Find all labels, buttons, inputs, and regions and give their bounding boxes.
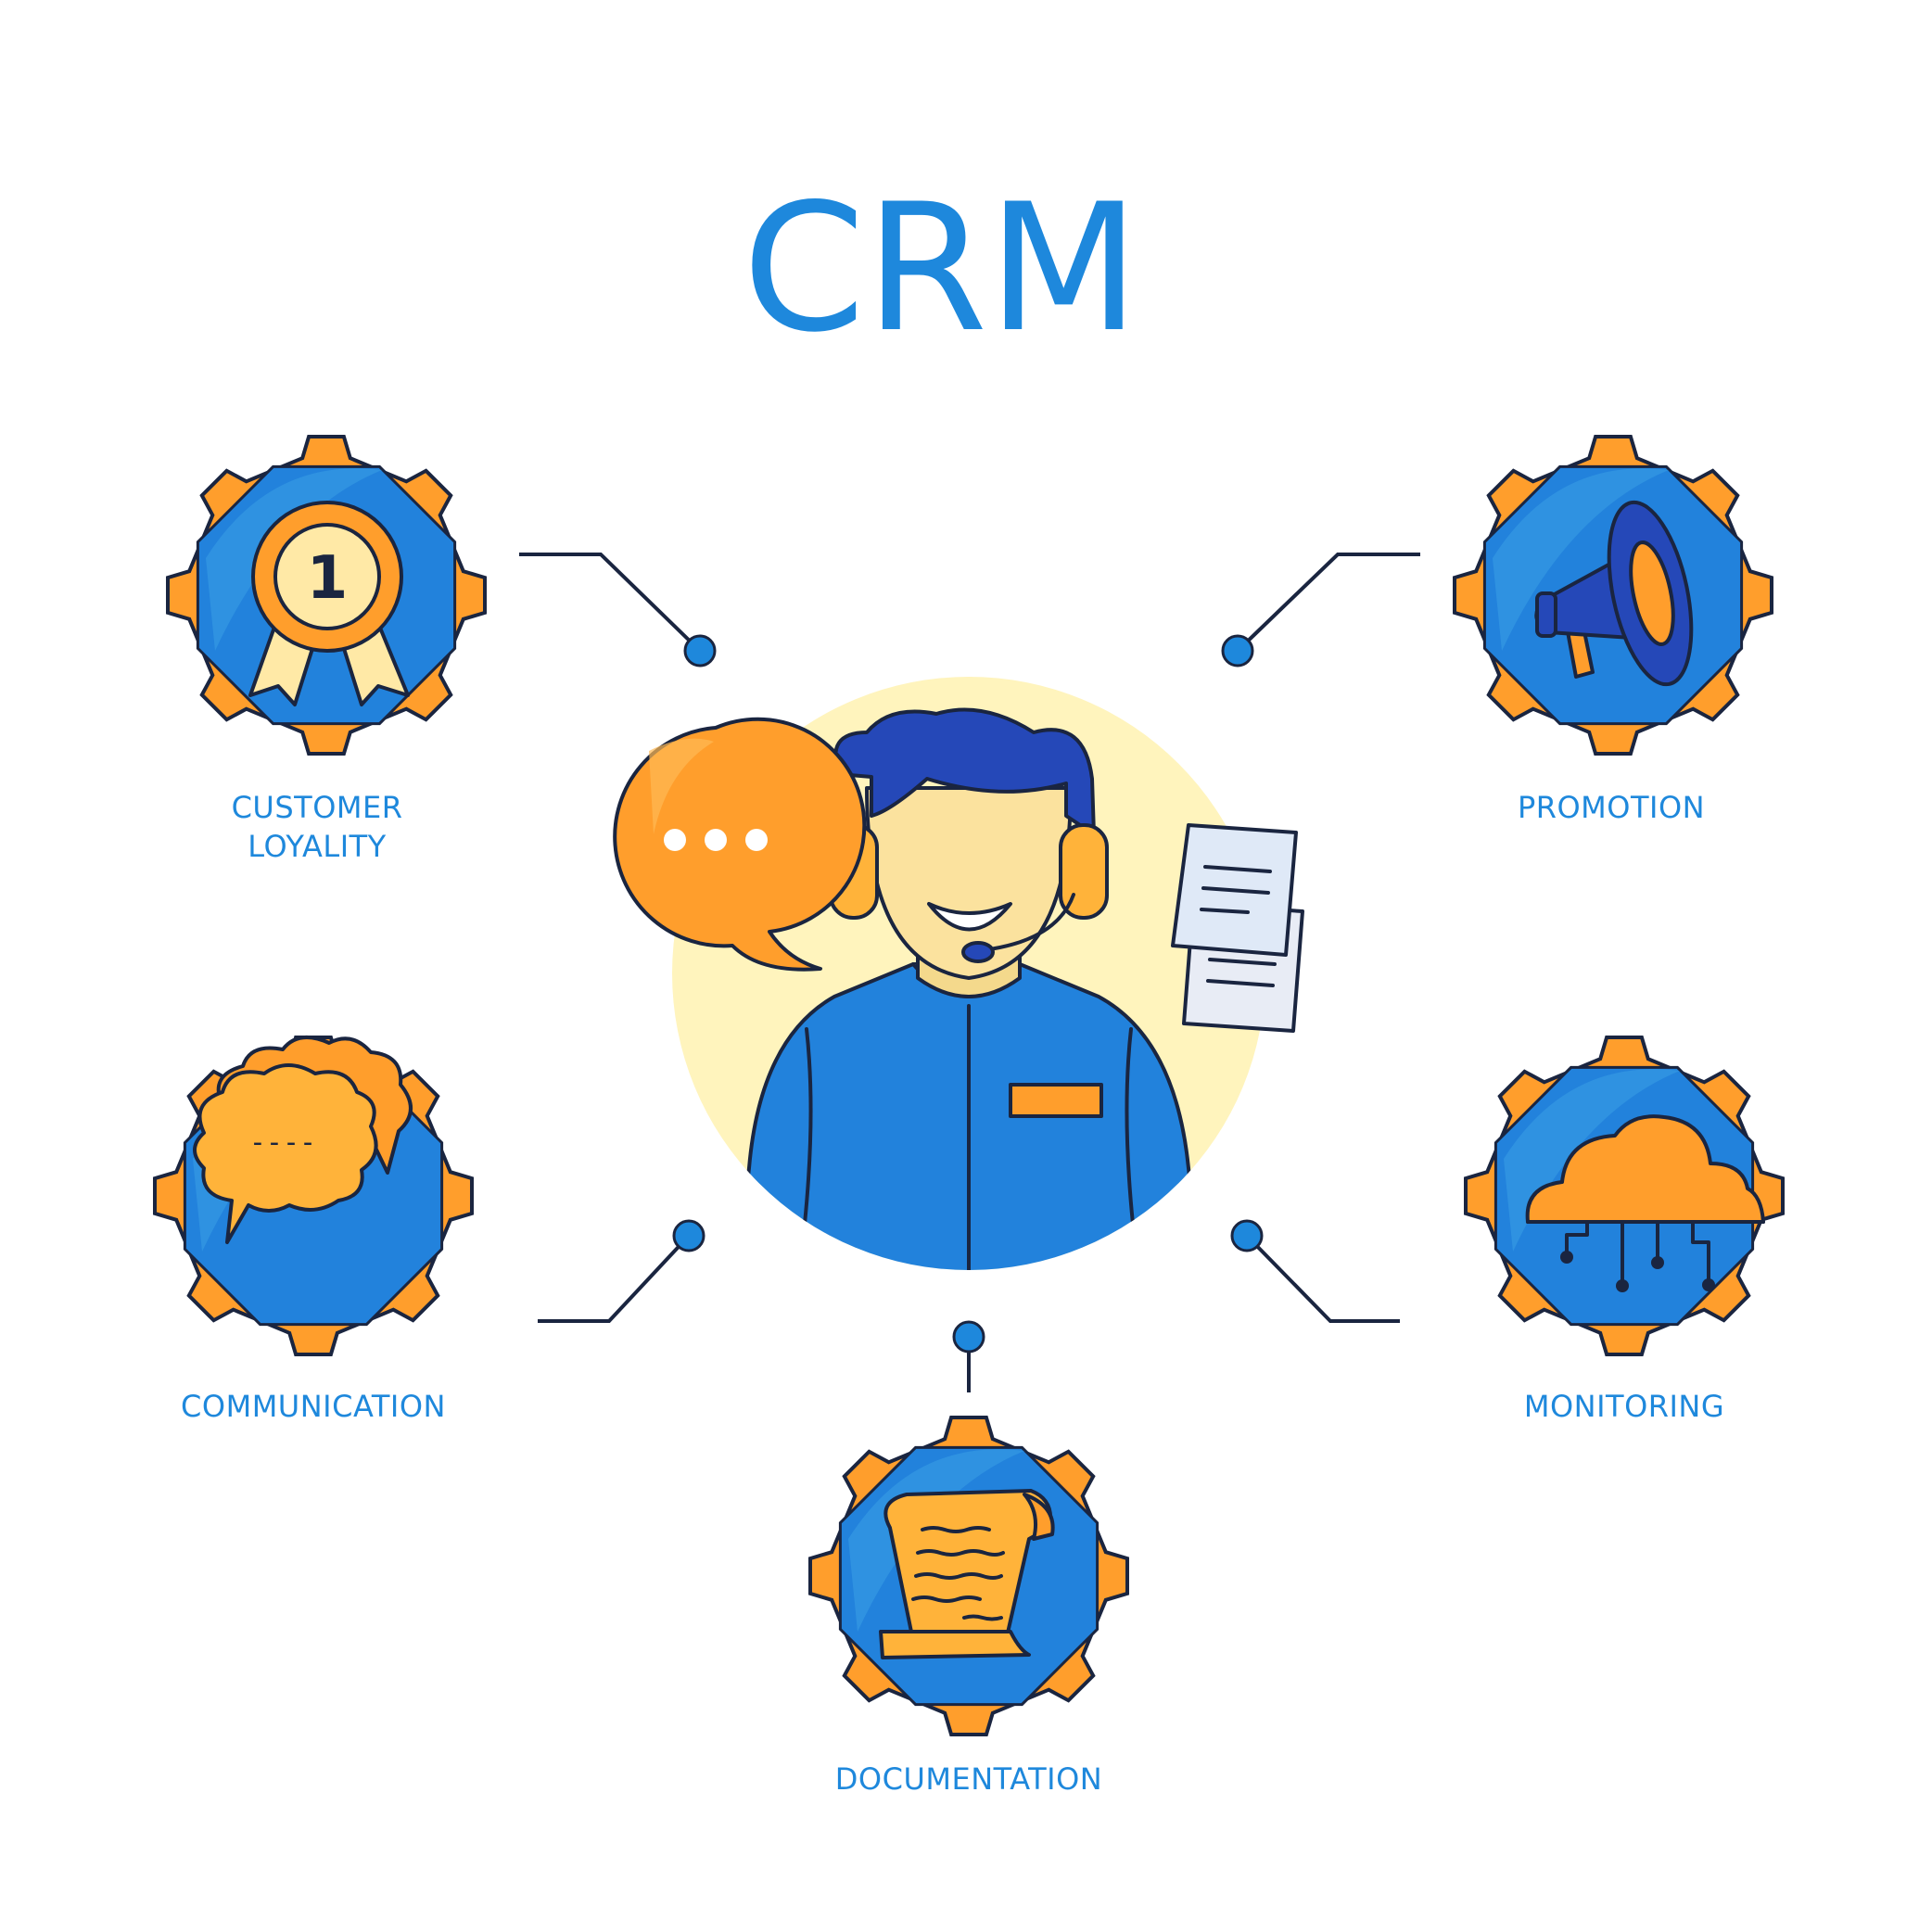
connector-dot-documentation: [952, 1320, 985, 1354]
chat-bubble-text: ----: [249, 1126, 316, 1159]
headset-mic: [961, 941, 995, 963]
award-rank-number: 1: [307, 544, 349, 613]
gear-highlight: [1493, 468, 1669, 651]
connector-customer-loyality: [519, 553, 702, 653]
connector-dot-promotion: [1221, 634, 1254, 667]
gear-highlight: [1504, 1069, 1680, 1252]
scroll-document-icon: [879, 1489, 1055, 1659]
connector-promotion: [1236, 553, 1420, 653]
cloud-network-icon: [1525, 1114, 1765, 1292]
connector-dot-monitoring: [1230, 1219, 1264, 1252]
award-ribbon-icon: 1: [248, 501, 410, 706]
agent-hair: [833, 707, 1096, 836]
connector-monitoring: [1245, 1234, 1400, 1323]
documents-icon: [1171, 823, 1304, 1033]
central-illustration: [613, 677, 1304, 1270]
support-agent-figure: [731, 707, 1207, 1270]
connector-dot-communication: [672, 1219, 705, 1252]
gear-highlight: [848, 1449, 1024, 1632]
label-documentation: DOCUMENTATION: [835, 1761, 1102, 1797]
diagram-title: CRM: [743, 166, 1140, 371]
label-promotion: PROMOTION: [1518, 790, 1705, 825]
label-customer-loyality-line-2: LOYALITY: [248, 829, 386, 864]
connector-communication: [538, 1234, 691, 1323]
name-tag: [1009, 1083, 1103, 1118]
connectors: [519, 553, 1420, 1392]
label-monitoring: MONITORING: [1524, 1389, 1724, 1424]
connector-dot-customer-loyality: [683, 634, 717, 667]
label-communication: COMMUNICATION: [181, 1389, 446, 1424]
gear-highlight: [206, 468, 382, 651]
label-customer-loyality-line-1: CUSTOMER: [232, 790, 403, 825]
chat-clouds-icon: ----: [193, 1035, 413, 1244]
megaphone-icon: [1534, 500, 1694, 687]
speech-bubble-icon: [613, 717, 867, 972]
